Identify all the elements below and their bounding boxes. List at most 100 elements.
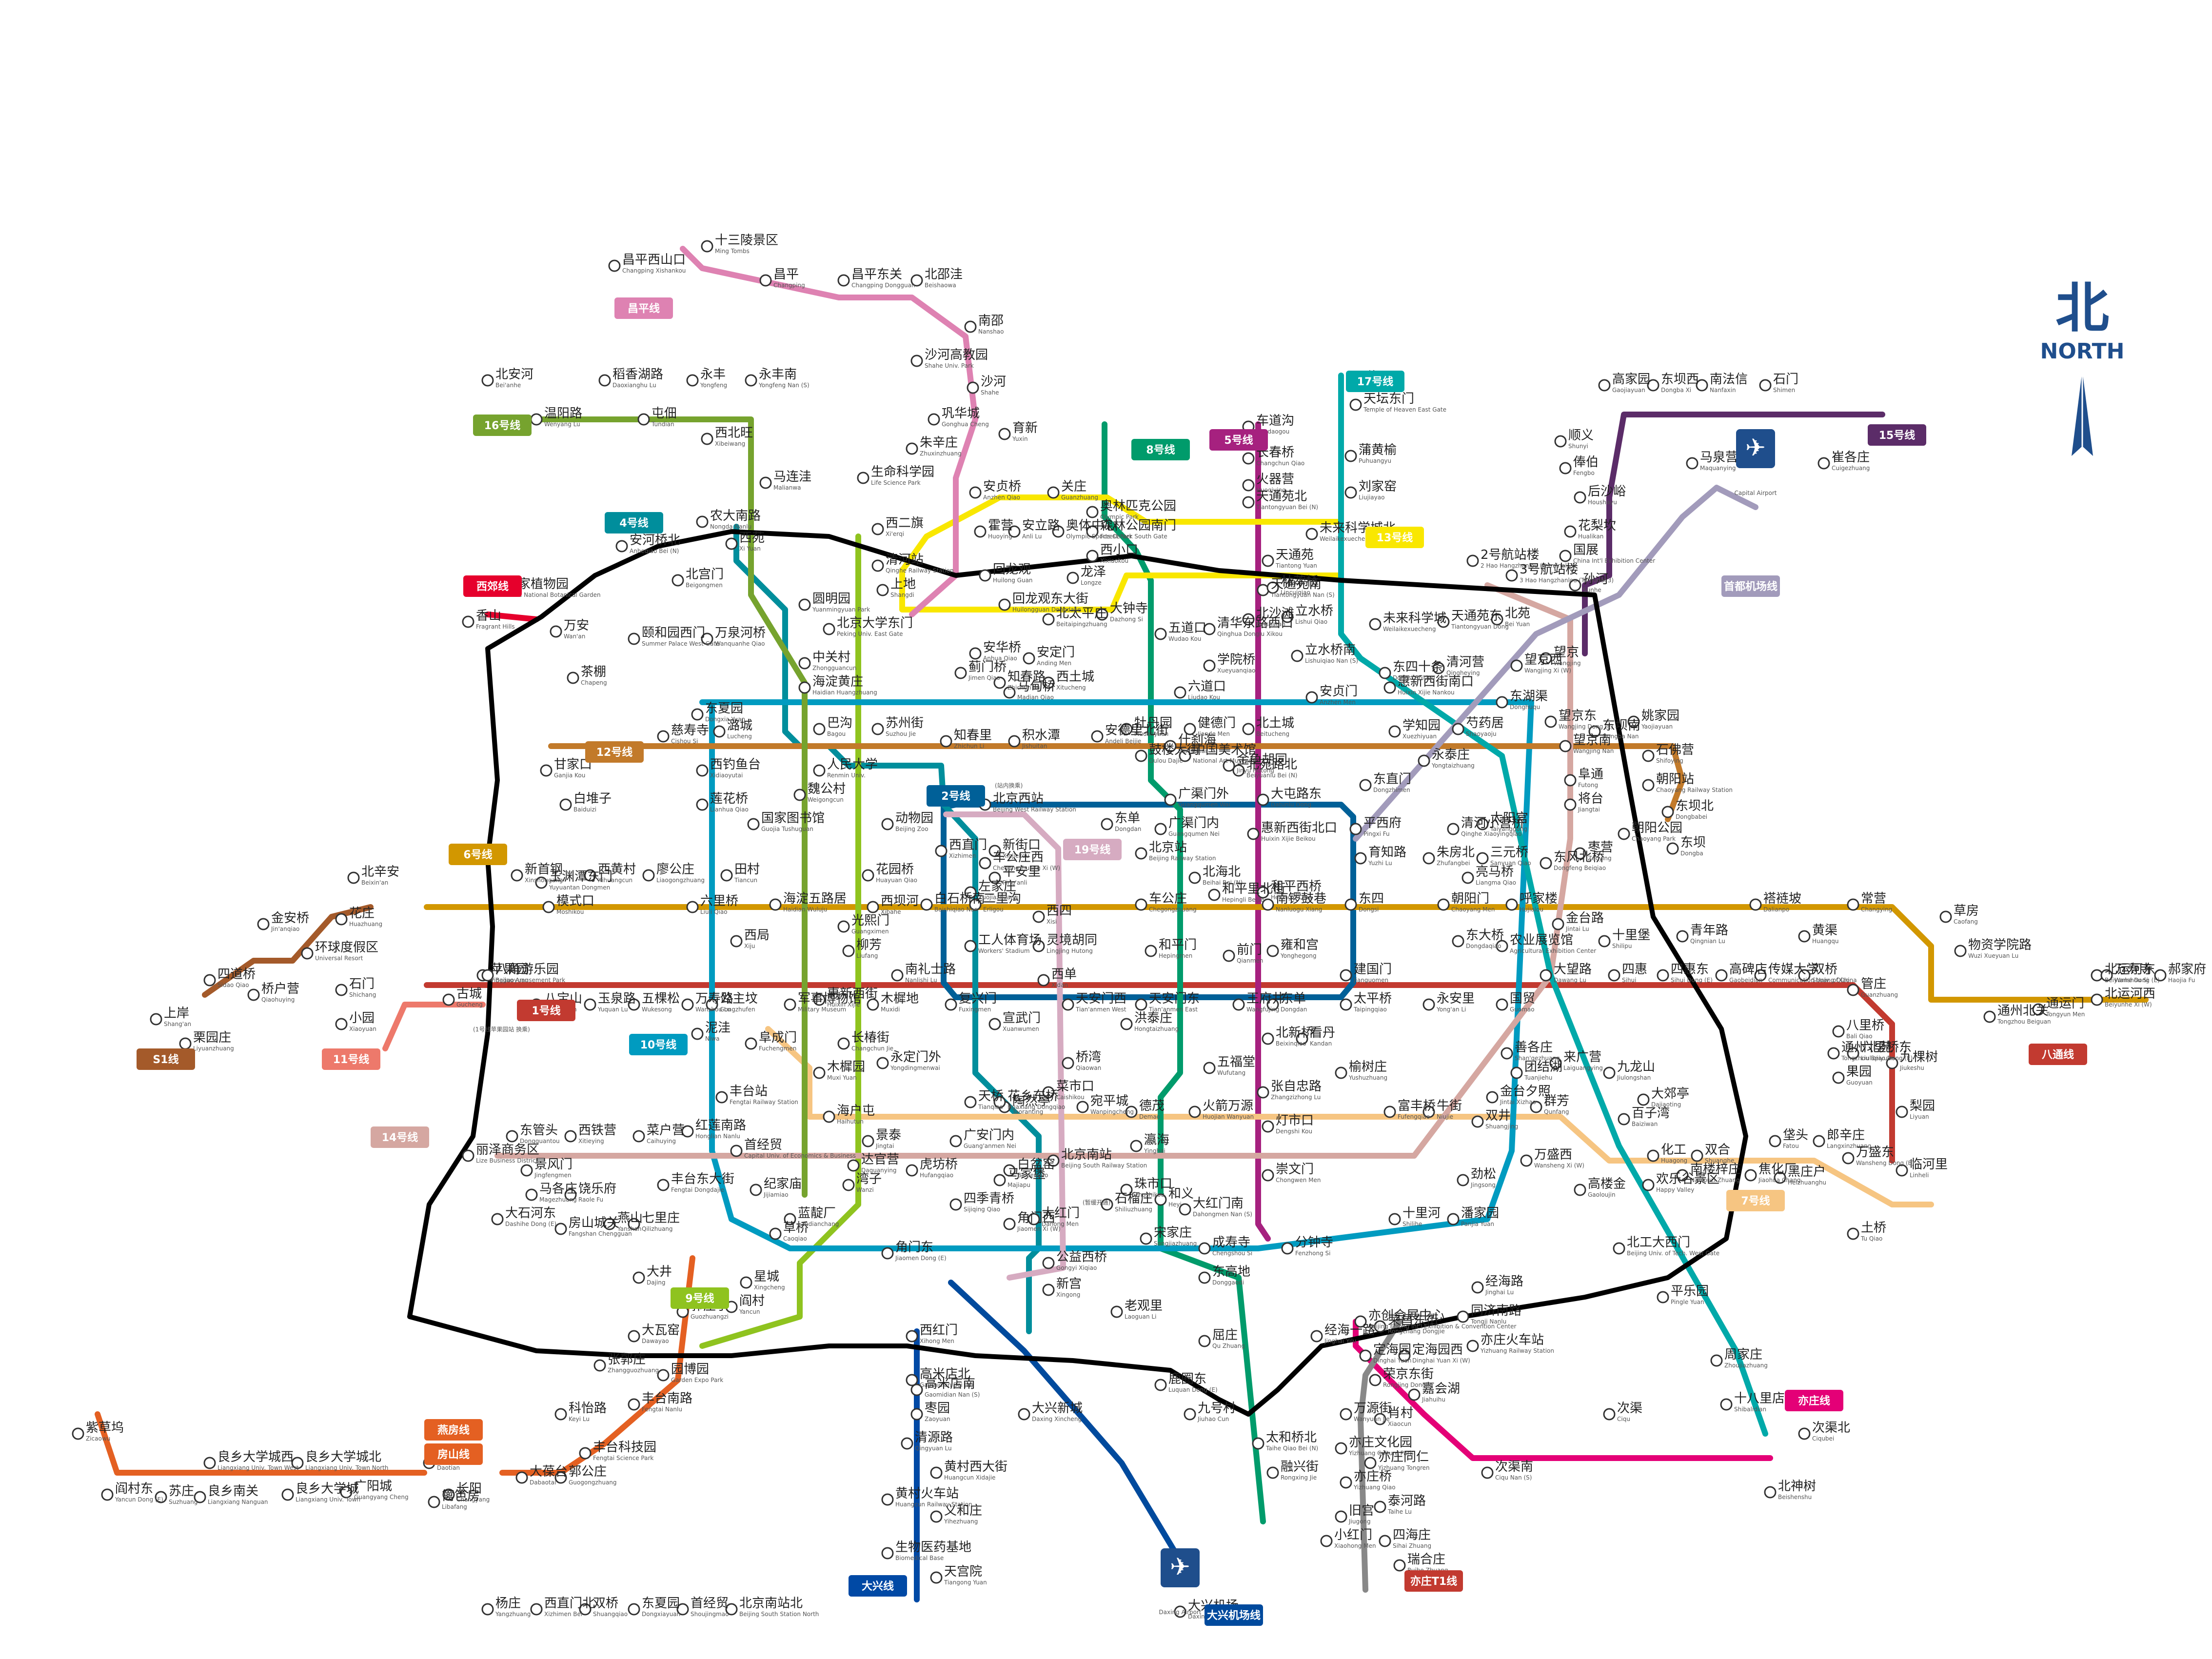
station-52[interactable]	[1003, 1218, 1016, 1230]
station-237[interactable]	[1549, 1057, 1562, 1069]
station-277[interactable]	[1364, 1457, 1377, 1469]
station-dot[interactable]	[1247, 828, 1260, 840]
station-dot[interactable]	[1120, 1018, 1133, 1030]
station-409[interactable]	[481, 1603, 494, 1616]
station-169[interactable]	[769, 1227, 782, 1240]
station-187[interactable]	[1232, 764, 1245, 777]
station-73[interactable]	[681, 998, 694, 1011]
station-107[interactable]	[335, 984, 348, 996]
station-dot[interactable]	[1188, 1106, 1201, 1118]
station-352[interactable]	[1135, 847, 1147, 860]
station-401[interactable]	[540, 764, 553, 777]
station-dot[interactable]	[842, 1179, 855, 1191]
station-211[interactable]	[1564, 774, 1577, 787]
station-142[interactable]	[813, 723, 826, 735]
station-dot[interactable]	[1266, 945, 1279, 957]
station-dot[interactable]	[1354, 852, 1367, 865]
station-dot[interactable]	[730, 935, 743, 948]
station-376[interactable]	[1052, 525, 1065, 538]
station-dot[interactable]	[540, 764, 553, 777]
station-dot[interactable]	[1086, 550, 1099, 562]
station-40[interactable]	[881, 818, 894, 830]
station-356[interactable]	[1179, 750, 1191, 762]
station-dot[interactable]	[1588, 725, 1601, 738]
station-333[interactable]	[72, 1427, 84, 1440]
station-dot[interactable]	[1154, 1193, 1167, 1206]
station-300[interactable]	[862, 1135, 874, 1147]
station-dot[interactable]	[1091, 730, 1104, 743]
station-170[interactable]	[750, 1184, 762, 1196]
station-8[interactable]	[928, 413, 940, 426]
station-403[interactable]	[535, 876, 548, 889]
station-384[interactable]	[998, 598, 1011, 611]
station-186[interactable]	[1291, 650, 1304, 662]
station-dot[interactable]	[1896, 1106, 1908, 1118]
station-dot[interactable]	[554, 1408, 567, 1421]
station-87[interactable]	[1608, 969, 1620, 982]
station-172[interactable]	[715, 1091, 728, 1104]
station-dot[interactable]	[1003, 1218, 1016, 1230]
station-176[interactable]	[696, 798, 709, 811]
station-dot[interactable]	[2154, 969, 2167, 982]
station-311[interactable]	[657, 1179, 670, 1191]
station-290[interactable]	[1125, 1106, 1138, 1118]
station-57[interactable]	[910, 1383, 923, 1396]
station-dot[interactable]	[928, 413, 940, 426]
station-dot[interactable]	[1598, 379, 1611, 392]
station-dot[interactable]	[1544, 715, 1557, 728]
station-61[interactable]	[881, 1493, 894, 1506]
station-dot[interactable]	[1754, 969, 1767, 982]
station-dot[interactable]	[632, 1271, 645, 1284]
station-dot[interactable]	[1574, 491, 1586, 504]
station-dot[interactable]	[593, 1359, 606, 1372]
station-dot[interactable]	[867, 998, 879, 1011]
station-dot[interactable]	[876, 584, 889, 596]
station-386[interactable]	[1354, 852, 1367, 865]
station-dot[interactable]	[194, 1491, 206, 1503]
station-319[interactable]	[554, 1408, 567, 1421]
station-dot[interactable]	[691, 1027, 704, 1040]
station-4[interactable]	[910, 274, 923, 287]
station-152[interactable]	[1452, 723, 1464, 735]
station-dot[interactable]	[1135, 847, 1147, 860]
station-dot[interactable]	[628, 998, 640, 1011]
station-225[interactable]	[1759, 379, 1772, 392]
station-318[interactable]	[628, 1398, 640, 1411]
station-96[interactable]	[1886, 1057, 1898, 1069]
station-dot[interactable]	[155, 1491, 167, 1503]
station-184[interactable]	[1257, 584, 1269, 596]
station-204[interactable]	[1432, 662, 1445, 674]
station-276[interactable]	[1374, 1413, 1386, 1425]
station-99[interactable]	[1847, 1227, 1859, 1240]
station-155[interactable]	[1462, 871, 1474, 884]
station-dot[interactable]	[281, 1488, 294, 1501]
station-341[interactable]	[1003, 1164, 1016, 1177]
station-dot[interactable]	[1744, 1169, 1757, 1182]
station-dot[interactable]	[1047, 486, 1060, 499]
station-383[interactable]	[1066, 572, 1079, 584]
station-dot[interactable]	[1559, 740, 1572, 752]
station-114[interactable]	[720, 869, 733, 882]
station-298[interactable]	[813, 1066, 826, 1079]
station-dot[interactable]	[1042, 1086, 1055, 1099]
station-dot[interactable]	[615, 540, 628, 553]
station-216[interactable]	[1642, 750, 1655, 762]
station-dot[interactable]	[1037, 974, 1050, 987]
station-dot[interactable]	[1637, 1093, 1650, 1106]
station-dot[interactable]	[871, 723, 884, 735]
station-dot[interactable]	[798, 657, 811, 670]
station-191[interactable]	[1208, 889, 1221, 901]
station-185[interactable]	[1281, 611, 1294, 623]
station-253[interactable]	[1613, 1242, 1625, 1255]
station-dot[interactable]	[1418, 754, 1430, 767]
station-dot[interactable]	[642, 869, 655, 882]
station-254[interactable]	[1657, 1291, 1669, 1304]
station-dot[interactable]	[1052, 525, 1065, 538]
station-201[interactable]	[1305, 528, 1318, 540]
station-46[interactable]	[1037, 974, 1050, 987]
station-182[interactable]	[1242, 496, 1255, 509]
station-203[interactable]	[1437, 615, 1450, 628]
station-363[interactable]	[1023, 652, 1035, 665]
station-60[interactable]	[930, 1466, 943, 1479]
station-dot[interactable]	[1359, 779, 1372, 791]
